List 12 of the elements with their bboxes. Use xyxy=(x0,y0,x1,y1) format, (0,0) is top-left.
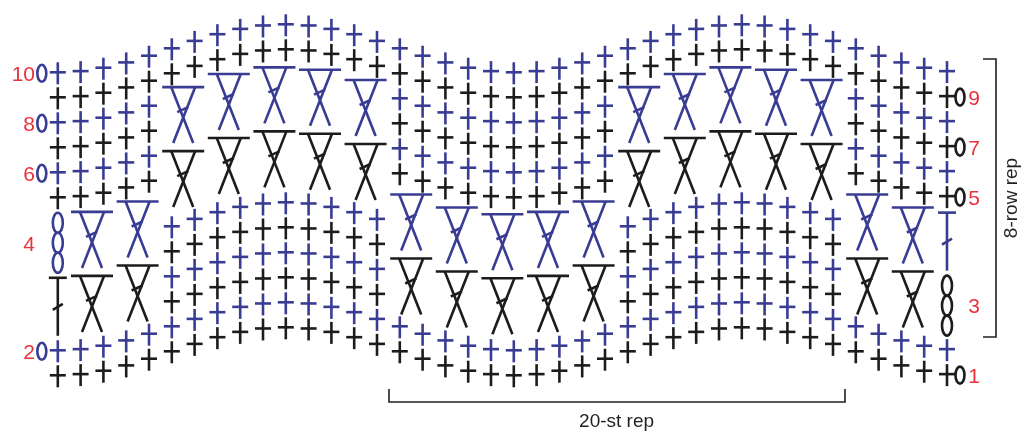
row-number: 8 xyxy=(23,112,35,134)
row-number: 6 xyxy=(23,162,35,184)
repeat-label: 8-row rep xyxy=(1001,158,1020,239)
row-number: 10 xyxy=(11,62,35,84)
row-number: 4 xyxy=(23,232,35,253)
row-number: 9 xyxy=(968,86,980,108)
row-number: 1 xyxy=(968,364,980,386)
row-number: 7 xyxy=(968,136,980,158)
row-number: 5 xyxy=(968,186,980,208)
row-number: 3 xyxy=(968,294,980,316)
row-number: 2 xyxy=(23,340,35,362)
repeat-label: 20-st rep xyxy=(579,411,655,430)
